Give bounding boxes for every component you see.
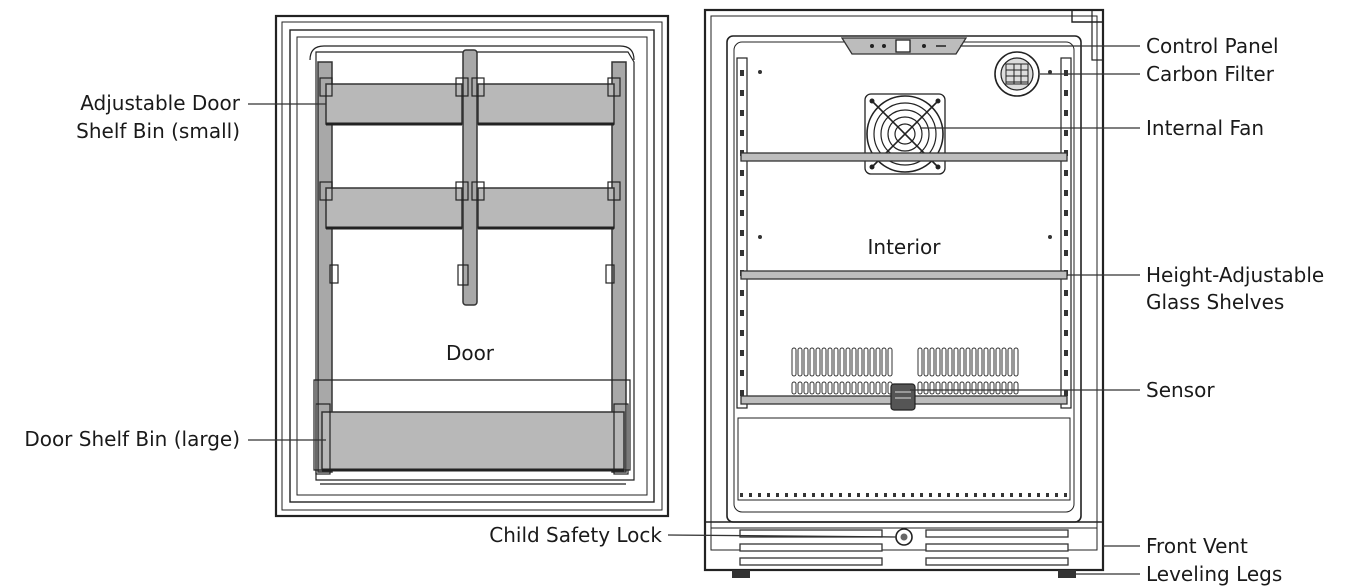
vent-slot <box>935 347 941 377</box>
vent-slot <box>995 347 1001 377</box>
internal-fan <box>864 93 946 175</box>
vent-slot <box>803 381 809 395</box>
vent-slot <box>977 381 983 395</box>
vent-slot <box>1001 381 1007 395</box>
vent-slot <box>959 347 965 377</box>
front-vent-panel <box>705 521 1103 566</box>
vent-slot <box>1013 347 1019 377</box>
vent-slot <box>917 381 923 395</box>
vent-slot <box>863 381 869 395</box>
vent-slot <box>959 381 965 395</box>
vent-slot <box>815 347 821 377</box>
vent-slot <box>815 381 821 395</box>
vent-slot <box>821 347 827 377</box>
vent-slot <box>1013 381 1019 395</box>
vent-slot <box>833 347 839 377</box>
carbon-filter <box>994 51 1040 97</box>
label-adjustable-door-shelf-bin-line2: Shelf Bin (small) <box>76 119 240 143</box>
vent-slot <box>869 381 875 395</box>
vent-slot <box>857 381 863 395</box>
vent-slot <box>977 347 983 377</box>
rear-air-vents <box>791 347 1019 395</box>
cabinet-body <box>703 8 1105 572</box>
vent-slot <box>809 381 815 395</box>
control-panel <box>840 37 968 55</box>
label-leveling-legs: Leveling Legs <box>1146 562 1282 586</box>
vent-slot <box>941 381 947 395</box>
vent-slot <box>917 347 923 377</box>
vent-slot <box>791 347 797 377</box>
vent-slot <box>875 381 881 395</box>
label-door-shelf-bin-large: Door Shelf Bin (large) <box>24 427 240 451</box>
vent-slot <box>839 381 845 395</box>
vent-slot <box>929 381 935 395</box>
vent-slot <box>1007 347 1013 377</box>
vent-slot <box>797 347 803 377</box>
door-side-rails <box>317 49 627 473</box>
label-child-safety-lock: Child Safety Lock <box>489 523 662 547</box>
door-shelf-bin-large <box>313 379 631 485</box>
vent-slot <box>875 347 881 377</box>
sensor <box>890 383 916 411</box>
vent-slot <box>923 347 929 377</box>
vent-slot <box>851 347 857 377</box>
door-shelf-bin-small <box>319 77 621 230</box>
label-door: Door <box>446 341 495 365</box>
vent-slot <box>965 381 971 395</box>
label-adjustable-door-shelf-bin-line1: Adjustable Door <box>80 91 241 115</box>
vent-slot <box>935 381 941 395</box>
vent-slot <box>929 347 935 377</box>
vent-slot <box>851 381 857 395</box>
vent-slot <box>947 381 953 395</box>
label-carbon-filter: Carbon Filter <box>1146 62 1275 86</box>
vent-slot <box>941 347 947 377</box>
vent-slot <box>881 381 887 395</box>
vent-slot <box>797 381 803 395</box>
vent-slot <box>983 347 989 377</box>
vent-slot <box>803 347 809 377</box>
vent-slot <box>881 347 887 377</box>
vent-slot <box>833 381 839 395</box>
label-height-adjustable-line1: Height-Adjustable <box>1146 263 1324 287</box>
vent-slot <box>947 347 953 377</box>
child-safety-lock <box>895 528 913 546</box>
label-internal-fan: Internal Fan <box>1146 116 1264 140</box>
vent-slot <box>983 381 989 395</box>
vent-slot <box>863 347 869 377</box>
vent-slot <box>1001 347 1007 377</box>
vent-slot <box>821 381 827 395</box>
vent-slot <box>845 347 851 377</box>
vent-slot <box>989 381 995 395</box>
vent-slot <box>845 381 851 395</box>
label-front-vent: Front Vent <box>1146 534 1248 558</box>
shelf-support-rails <box>736 57 1072 409</box>
vent-slot <box>1007 381 1013 395</box>
label-height-adjustable-line2: Glass Shelves <box>1146 290 1284 314</box>
leader-lines <box>248 45 1140 575</box>
vent-slot <box>887 347 893 377</box>
vent-slot <box>827 381 833 395</box>
vent-slot <box>971 381 977 395</box>
vent-slot <box>839 347 845 377</box>
vent-slot <box>809 347 815 377</box>
vent-slot <box>791 381 797 395</box>
vent-slot <box>989 347 995 377</box>
vent-slot <box>995 381 1001 395</box>
vent-slot <box>857 347 863 377</box>
vent-slot <box>953 381 959 395</box>
leveling-legs <box>732 570 1076 578</box>
vent-slot <box>971 347 977 377</box>
label-sensor: Sensor <box>1146 378 1215 402</box>
vent-slot <box>869 347 875 377</box>
vent-slot <box>953 347 959 377</box>
vent-slot <box>827 347 833 377</box>
label-interior: Interior <box>868 235 942 259</box>
vent-slot <box>923 381 929 395</box>
vent-slot <box>965 347 971 377</box>
label-control-panel: Control Panel <box>1146 34 1279 58</box>
